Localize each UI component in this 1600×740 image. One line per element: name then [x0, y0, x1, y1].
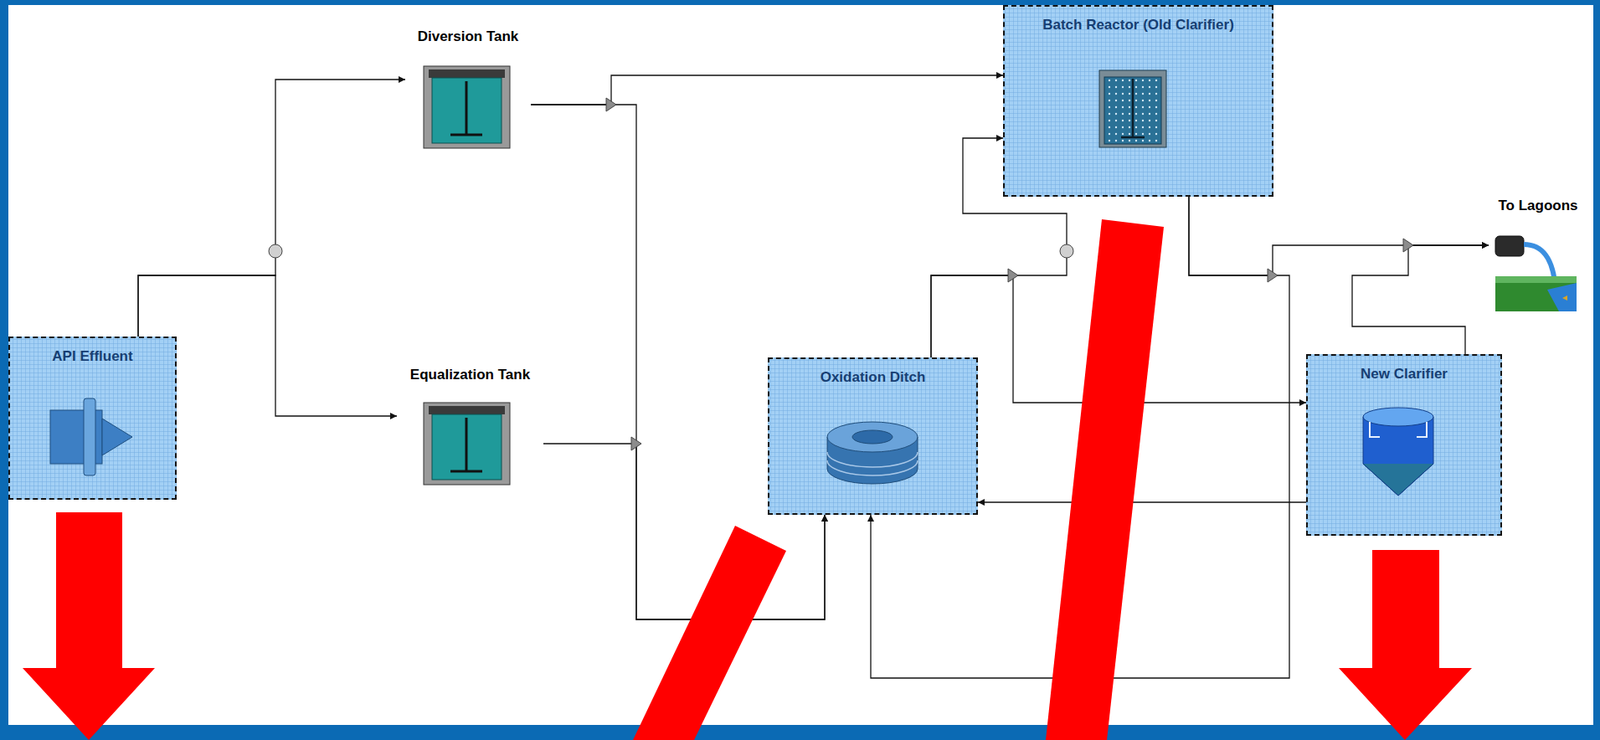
flow-line	[977, 501, 1307, 503]
pump-symbol	[268, 244, 283, 258]
unit-title: API Effluent	[51, 348, 133, 366]
tank-icon	[423, 66, 510, 149]
reactor-frame	[1099, 70, 1167, 148]
reactor-liquid	[1104, 77, 1162, 145]
flow-line	[1188, 196, 1489, 276]
stream-fittings	[268, 97, 1414, 451]
unit-title: Batch Reactor (Old Clarifier)	[1042, 16, 1235, 34]
ditch-icon	[827, 421, 918, 484]
highlight-fill	[8, 336, 177, 500]
process-unit-box: New Clarifier	[1306, 354, 1503, 536]
process-unit-box: Oxidation Ditch	[767, 357, 978, 515]
process-unit-box: API Effluent	[8, 336, 177, 500]
flow-line	[530, 75, 1004, 105]
unit-title: To Lagoons	[1497, 197, 1578, 215]
flow-line	[138, 79, 406, 337]
mixer	[450, 81, 483, 135]
equipment-node: Equalization Tank	[396, 361, 544, 488]
red-down-arrow	[1338, 550, 1472, 740]
mixer	[450, 417, 483, 472]
tank-liquid	[432, 77, 502, 144]
tank-liquid	[432, 414, 502, 480]
flow-line	[1352, 245, 1489, 355]
tank-frame	[423, 402, 510, 485]
highlight-fill	[1306, 354, 1503, 536]
splitter-symbol	[606, 97, 617, 112]
flow-line	[530, 104, 825, 620]
red-strike-bar	[1045, 219, 1164, 740]
ditch-stripe	[827, 452, 918, 476]
lagoon-icon	[1495, 236, 1577, 312]
unit-title: Equalization Tank	[410, 366, 530, 384]
flow-line	[931, 138, 1067, 358]
lagoon-water	[1547, 282, 1577, 312]
mixer-symbol	[1403, 238, 1414, 253]
tank-icon	[423, 402, 510, 485]
tank-rim	[428, 406, 505, 415]
fish	[1562, 295, 1568, 301]
ditch-top	[827, 421, 918, 453]
unit-title: Diversion Tank	[417, 28, 520, 46]
flow-line	[138, 275, 397, 417]
clarifier-body	[1363, 416, 1434, 496]
clarifier-cone	[1363, 463, 1434, 496]
outfall-pipe	[1495, 236, 1524, 257]
splitter-symbol	[1267, 268, 1278, 283]
equipment-node: To Lagoons	[1488, 192, 1588, 314]
tank-frame	[423, 66, 510, 149]
red-down-arrow	[22, 512, 155, 740]
pipe-flange	[83, 398, 96, 476]
tank-rim	[428, 69, 505, 78]
reactor-icon	[1099, 70, 1167, 148]
process-unit-box: Batch Reactor (Old Clarifier)	[1003, 5, 1274, 197]
land-top	[1495, 276, 1577, 283]
red-strike-bar	[632, 525, 787, 740]
pipe-arrow	[102, 418, 133, 456]
canvas	[8, 5, 1594, 726]
highlight-fill	[1003, 5, 1274, 197]
splitter-symbol	[1008, 268, 1019, 283]
clarifier-icon	[1363, 407, 1434, 496]
pipe-icon	[50, 398, 133, 476]
mixer-symbol	[631, 437, 642, 451]
flow-line	[543, 443, 825, 620]
red-markup	[22, 219, 1472, 740]
mixer	[1121, 78, 1145, 138]
clarifier-weir	[1369, 421, 1427, 438]
land	[1495, 276, 1577, 312]
unit-title: Oxidation Ditch	[820, 369, 927, 386]
ditch-island	[852, 430, 893, 444]
clarifier-top	[1363, 407, 1434, 427]
unit-title: New Clarifier	[1360, 365, 1448, 383]
equipment-node: Diversion Tank	[405, 23, 531, 154]
highlight-fill	[767, 357, 978, 515]
pump-symbol	[1059, 244, 1074, 258]
